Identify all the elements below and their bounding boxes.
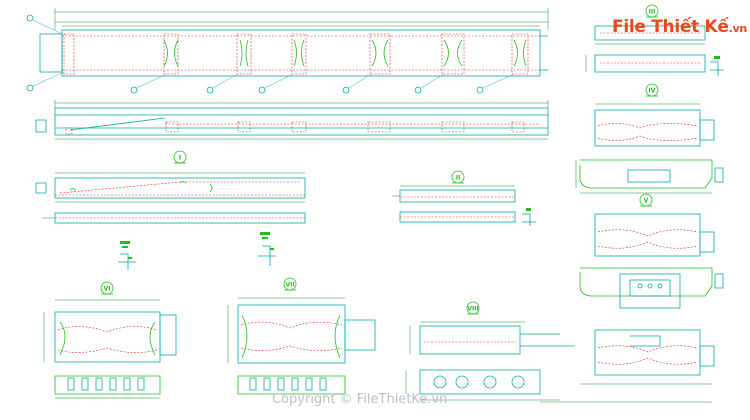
logo-brand-name: File Thiết Kế bbox=[612, 17, 729, 37]
section-III-view: III bbox=[585, 4, 724, 76]
section-VIII-view: VIII bbox=[405, 301, 575, 401]
section-IV-label: IV bbox=[649, 88, 656, 95]
logo-tld: .vn bbox=[728, 22, 748, 35]
section-I-view: I bbox=[35, 150, 306, 224]
logo-brand-text: File Thiết Kế.vn bbox=[612, 17, 747, 37]
section-V-label: V bbox=[644, 198, 649, 205]
copyright-watermark: Copyright © FileThietKe.vn bbox=[272, 392, 448, 407]
section-VII-label: VII bbox=[285, 282, 294, 289]
small-detail-left bbox=[118, 241, 136, 270]
section-V-view: V bbox=[579, 193, 724, 309]
section-VIII-label: VIII bbox=[467, 306, 478, 313]
small-detail-middle bbox=[258, 232, 276, 266]
section-I-label: I bbox=[179, 155, 181, 162]
bottom-right-section-view bbox=[540, 329, 715, 403]
side-elevation-view bbox=[35, 100, 549, 140]
section-VI-view: VI bbox=[43, 281, 177, 399]
section-VII-view: VII bbox=[227, 277, 376, 395]
section-III-label: III bbox=[649, 9, 656, 16]
section-II-view: II bbox=[392, 170, 536, 226]
section-VI-label: VI bbox=[104, 286, 111, 293]
section-II-label: II bbox=[456, 175, 460, 182]
section-IV-view: IV bbox=[575, 83, 724, 194]
top-plan-view bbox=[26, 8, 549, 94]
filethietke-logo: File Thiết Kế.vn bbox=[612, 14, 747, 46]
